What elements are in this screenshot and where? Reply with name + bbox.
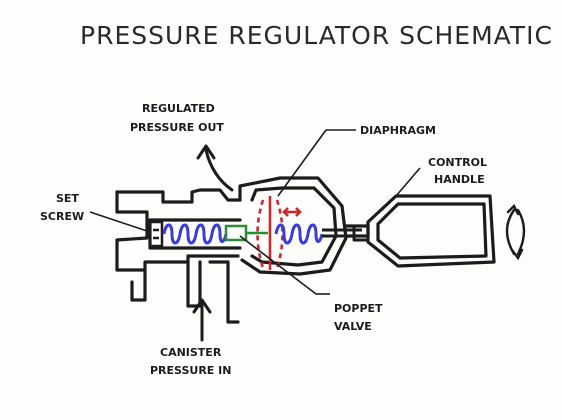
set-screw-label-line1: SET — [56, 192, 79, 205]
control-handle-label-line1: CONTROL — [428, 156, 487, 169]
diaphragm — [256, 196, 302, 270]
inlet-arrow — [192, 298, 212, 342]
poppet-valve-label-line2: VALVE — [334, 320, 372, 333]
diagram-title: PRESSURE REGULATOR SCHEMATIC — [80, 21, 553, 50]
control-handle — [366, 194, 496, 268]
regulator-body — [115, 176, 370, 324]
canister-in-label-line1: CANISTER — [160, 346, 222, 359]
diaphragm-label: DIAPHRAGM — [360, 124, 436, 137]
poppet-valve — [224, 224, 268, 242]
diaphragm-spring — [274, 223, 324, 245]
regulated-out-label-line1: REGULATED — [142, 102, 215, 115]
set-screw-spring — [162, 223, 228, 245]
outlet-arrow — [196, 144, 234, 192]
regulated-out-label-line2: PRESSURE OUT — [130, 121, 224, 134]
set-screw — [150, 220, 164, 248]
canister-in-label-line2: PRESSURE IN — [150, 364, 231, 377]
rotation-arrows — [505, 203, 526, 261]
set-screw-label-line2: SCREW — [40, 210, 84, 223]
poppet-valve-label-line1: POPPET — [334, 302, 383, 315]
leader-lines — [89, 129, 421, 295]
control-handle-label-line2: HANDLE — [434, 173, 485, 186]
